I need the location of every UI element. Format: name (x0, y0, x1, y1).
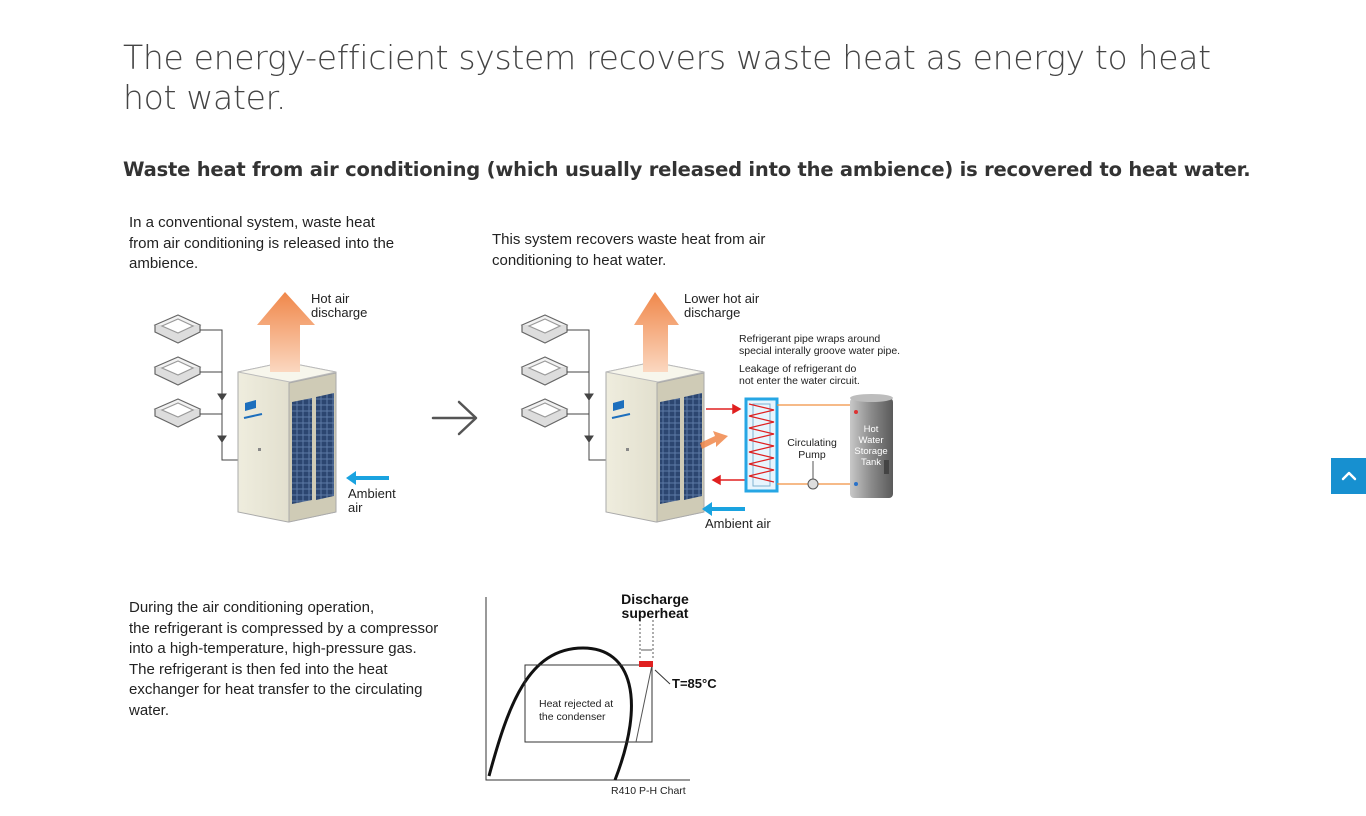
hot-air-label-1: Lower hot air (684, 291, 760, 306)
hot-air-label-2: discharge (684, 305, 740, 320)
heat-exchanger (744, 397, 779, 493)
chevron-up-icon (1341, 471, 1356, 481)
ph-chart: Discharge superheat T=85°C Heat rejected… (485, 591, 717, 797)
tank-label-3: Storage (854, 446, 887, 457)
refrigerant-lines (706, 403, 748, 486)
heat-rejected-label-1: Heat rejected at (539, 698, 613, 710)
page-title: The energy-efficient system recovers was… (123, 38, 1211, 117)
heat-rejected-label-2: the condenser (539, 711, 606, 723)
indoor-cassette-units (520, 314, 569, 428)
pump-label-2: Pump (798, 449, 826, 461)
pipe-note-1: Refrigerant pipe wraps around (739, 333, 880, 345)
page-subtitle: Waste heat from air conditioning (which … (123, 158, 1251, 181)
pipe-note-2: special interally groove water pipe. (739, 345, 900, 357)
saturation-dome (487, 646, 633, 781)
recovery-diagram: Lower hot air discharge Refrigerant pipe… (520, 291, 900, 531)
conventional-diagram: Hot air discharge Ambient air (153, 291, 396, 523)
superheat-dimension (639, 620, 654, 658)
refrigerant-pipes (200, 329, 238, 461)
hot-air-arrow (634, 292, 679, 372)
temperature-label: T=85°C (672, 676, 717, 691)
refrigerant-pipes (567, 329, 606, 461)
ambient-air-arrow (702, 502, 745, 516)
tank-label-4: Tank (861, 457, 881, 468)
outdoor-unit (237, 361, 337, 523)
discharge-label-1: Discharge (621, 591, 689, 607)
ambient-label: Ambient air (705, 516, 771, 531)
ambient-air-arrow (346, 471, 389, 485)
hot-water-tank (850, 394, 893, 498)
hot-air-label-2: discharge (311, 305, 367, 320)
pump-icon (807, 478, 819, 490)
operation-description: During the air conditioning operation, t… (129, 599, 439, 719)
back-to-top-button[interactable] (1331, 458, 1366, 494)
tank-label-2: Water (859, 435, 884, 446)
superheat-marker (639, 661, 653, 667)
conventional-description: In a conventional system, waste heat fro… (129, 214, 395, 272)
ambient-label-1: Ambient (348, 486, 396, 501)
tank-label-1: Hot (864, 424, 879, 435)
condenser-box (524, 664, 653, 743)
hot-air-label-1: Hot air (311, 291, 350, 306)
hot-air-arrow (257, 292, 315, 372)
chart-caption: R410 P-H Chart (611, 785, 686, 797)
pump-label-1: Circulating (787, 437, 837, 449)
chart-axes (485, 597, 690, 781)
indoor-cassette-units (153, 314, 202, 428)
ambient-label-2: air (348, 500, 363, 515)
heat-flow-arrow (700, 431, 728, 449)
outdoor-unit (605, 361, 705, 523)
leak-note-1: Leakage of refrigerant do (739, 363, 856, 375)
arrow-right-icon (431, 400, 478, 436)
recovery-description: This system recovers waste heat from air… (492, 231, 766, 269)
leak-note-2: not enter the water circuit. (739, 375, 860, 387)
discharge-label-2: superheat (622, 605, 689, 621)
